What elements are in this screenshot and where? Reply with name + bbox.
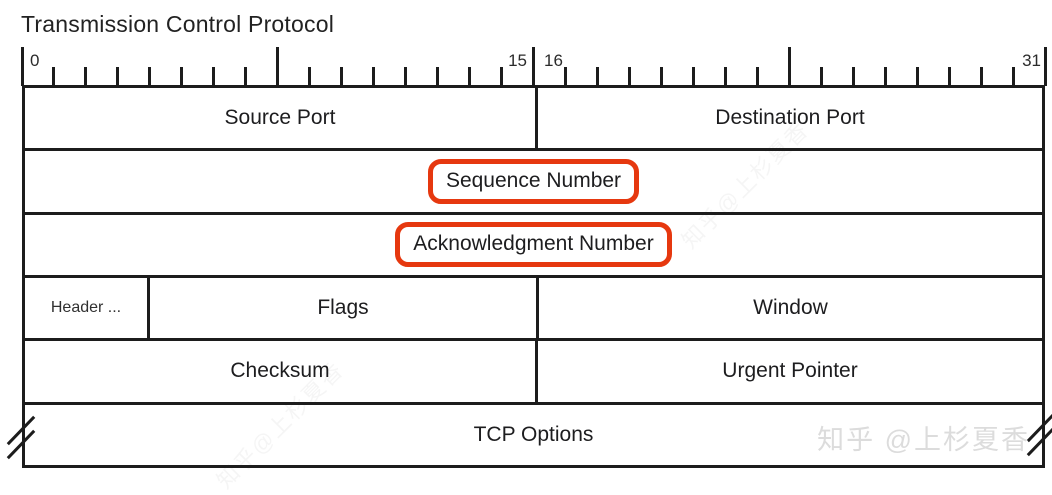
field-source-port: Source Port (25, 88, 535, 148)
ruler-tick (244, 67, 248, 86)
watermark: 知乎 @上杉夏香 (817, 425, 1030, 455)
field-label: Flags (317, 296, 369, 320)
field-sequence-number: Sequence Number (25, 151, 1042, 211)
ruler-tick (691, 67, 695, 86)
field-label: Source Port (224, 106, 336, 130)
diagram-figure: 0 15 16 31 Source Port Destination Port … (20, 47, 1047, 468)
field-label: Sequence Number (445, 168, 622, 192)
ruler-tick (340, 67, 344, 86)
field-tcp-options: TCP Options (25, 405, 1042, 465)
field-window: Window (536, 277, 1042, 339)
table-row: Source Port Destination Port (25, 88, 1042, 149)
field-label: Window (753, 296, 828, 320)
header-field-grid: Source Port Destination Port Sequence Nu… (22, 85, 1045, 468)
ruler-tick (1043, 47, 1047, 86)
table-row: Acknowledgment Number (25, 211, 1042, 275)
ruler-tick (276, 47, 280, 86)
ruler-label-15: 15 (508, 51, 527, 70)
ruler-tick (819, 67, 823, 86)
ruler-tick (116, 67, 120, 86)
field-header-length: Header ... (25, 278, 147, 338)
field-flags: Flags (147, 277, 536, 339)
field-label: Checksum (230, 359, 330, 383)
ruler-tick (468, 67, 472, 86)
ruler-tick (563, 67, 567, 86)
ruler-tick (308, 67, 312, 86)
field-label: TCP Options (473, 422, 594, 446)
field-label: Acknowledgment Number (413, 232, 654, 256)
highlight-box: Acknowledgment Number (395, 222, 672, 268)
ruler-label-31: 31 (1022, 51, 1041, 70)
ruler-tick (723, 67, 727, 86)
ruler-label-0: 0 (30, 51, 40, 70)
highlight-box: Sequence Number (427, 158, 640, 205)
ruler-tick (20, 47, 24, 86)
table-row: Header ... Flags Window (25, 274, 1042, 339)
ruler-tick (627, 67, 631, 86)
ruler-label-16: 16 (544, 51, 563, 70)
table-row: Checksum Urgent Pointer (25, 338, 1042, 402)
page-title: Transmission Control Protocol (21, 11, 334, 37)
field-label: Urgent Pointer (722, 359, 858, 383)
ruler-tick (532, 47, 535, 86)
ruler-tick (84, 67, 88, 86)
ruler-tick (595, 67, 599, 86)
ruler-tick (755, 67, 759, 86)
ruler-tick (436, 67, 440, 86)
ruler-tick (372, 67, 376, 86)
ruler-tick (212, 67, 216, 86)
ruler-tick (915, 67, 919, 86)
field-label: Header ... (50, 299, 122, 317)
ruler-tick (659, 67, 663, 86)
ruler-tick (148, 67, 152, 86)
field-acknowledgment-number: Acknowledgment Number (25, 215, 1042, 275)
field-destination-port: Destination Port (535, 88, 1042, 149)
table-row: TCP Options (25, 401, 1042, 465)
bit-ruler: 0 15 16 31 (20, 47, 1047, 86)
ruler-tick (979, 67, 983, 86)
table-row: Sequence Number (25, 148, 1042, 211)
ruler-tick (1011, 67, 1015, 86)
ruler-tick (180, 67, 184, 86)
ruler-tick (52, 67, 56, 86)
ruler-tick (500, 67, 504, 86)
ruler-tick (947, 67, 951, 86)
field-label: Destination Port (715, 106, 865, 130)
ruler-tick (883, 67, 887, 86)
field-urgent-pointer: Urgent Pointer (535, 341, 1042, 402)
ruler-tick (787, 47, 791, 86)
ruler-tick (851, 67, 855, 86)
field-checksum: Checksum (25, 341, 535, 401)
ruler-tick (404, 67, 408, 86)
